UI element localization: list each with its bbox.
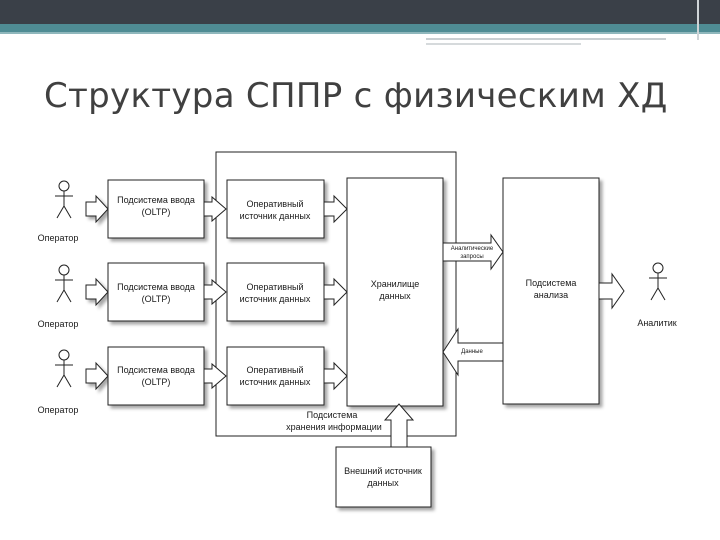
operator-arrow-1 — [85, 194, 109, 224]
input-subsystem-box-2 — [107, 262, 205, 322]
decor-line-1 — [426, 38, 666, 40]
operational-source-label-2b: источник данных — [240, 294, 311, 304]
analytical-queries-arrow — [442, 233, 504, 271]
analytical-queries-label-a: Аналитические — [451, 246, 494, 252]
external-source-box — [335, 446, 432, 508]
data-arrow-label: Данные — [461, 349, 483, 355]
data-warehouse-box — [346, 177, 444, 407]
warehouse-label-a: Хранилище — [371, 279, 420, 289]
source-to-warehouse-arrow-2 — [323, 277, 348, 307]
analysis-label-a: Подсистема — [526, 278, 577, 288]
input-to-source-arrow-3 — [203, 362, 227, 390]
storage-subsystem-label-b: хранения информации — [286, 422, 382, 432]
operator-arrow-3 — [85, 361, 109, 391]
external-source-arrow — [383, 403, 415, 448]
analyst-actor — [648, 262, 668, 301]
operator-actor-3 — [54, 349, 74, 388]
operational-source-label-3a: Оперативный — [246, 365, 303, 375]
data-return-arrow — [442, 327, 504, 377]
storage-subsystem-label-a: Подсистема — [307, 410, 358, 420]
slide-accent-band — [0, 24, 720, 32]
external-source-label-b: данных — [367, 478, 399, 488]
input-to-source-arrow-2 — [203, 278, 227, 306]
operator-label-1: Оператор — [38, 233, 79, 243]
analyst-label: Аналитик — [637, 318, 676, 328]
analysis-label-b: анализа — [534, 290, 568, 300]
slide-corner-divider — [697, 0, 699, 40]
operational-source-label-1b: источник данных — [240, 211, 311, 221]
input-subsystem-box-3 — [107, 346, 205, 406]
input-subsystem-label-2a: Подсистема ввода — [117, 282, 195, 292]
source-to-warehouse-arrow-1 — [323, 194, 348, 224]
analysis-subsystem-box — [502, 177, 600, 405]
slide-top-bar — [0, 0, 720, 40]
operational-source-box-2 — [226, 262, 325, 322]
input-subsystem-label-3b: (OLTP) — [142, 377, 171, 387]
input-to-source-arrow-1 — [203, 195, 227, 223]
operational-source-box-1 — [226, 179, 325, 239]
operational-source-label-3b: источник данных — [240, 377, 311, 387]
operational-source-label-1a: Оперативный — [246, 199, 303, 209]
decor-line-2 — [426, 43, 581, 45]
slide-title: Структура СППР с физическим ХД — [44, 76, 668, 116]
warehouse-label-b: данных — [379, 291, 411, 301]
operational-source-box-3 — [226, 346, 325, 406]
operator-actor-2 — [54, 264, 74, 303]
input-subsystem-label-3a: Подсистема ввода — [117, 365, 195, 375]
input-subsystem-label-1b: (OLTP) — [142, 207, 171, 217]
operator-actor-1 — [54, 180, 74, 219]
operator-label-3: Оператор — [38, 405, 79, 415]
operator-arrow-2 — [85, 277, 109, 307]
input-subsystem-label-2b: (OLTP) — [142, 294, 171, 304]
analysis-to-analyst-arrow — [598, 272, 625, 310]
input-subsystem-label-1a: Подсистема ввода — [117, 195, 195, 205]
operational-source-label-2a: Оперативный — [246, 282, 303, 292]
external-source-label-a: Внешний источник — [344, 466, 422, 476]
analytical-queries-label-b: запросы — [460, 254, 483, 260]
source-to-warehouse-arrow-3 — [323, 361, 348, 391]
operator-label-2: Оператор — [38, 319, 79, 329]
slide-accent-line — [0, 32, 720, 34]
